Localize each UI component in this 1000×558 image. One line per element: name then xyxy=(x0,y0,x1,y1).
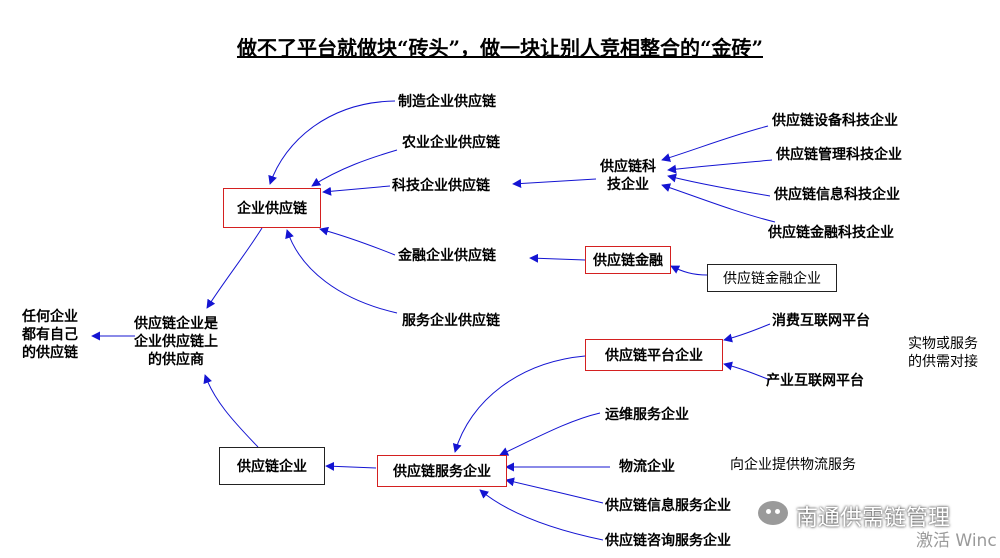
arrow-consulting-to-service xyxy=(479,489,604,541)
arrow-industrial-to-platform xyxy=(723,361,771,381)
watermark-text: 南通供需链管理 xyxy=(796,506,951,531)
arrow-info-service-to-service xyxy=(505,477,604,504)
node-sc-service-enterprise: 供应链服务企业 xyxy=(377,455,507,487)
node-line: 任何企业 xyxy=(22,309,78,325)
note-logistics: 向企业提供物流服务 xyxy=(730,457,856,473)
arrow-agriculture-to-enterprise xyxy=(311,149,398,187)
note-line: 实物或服务 xyxy=(908,336,978,352)
node-line: 的供应链 xyxy=(22,345,78,361)
arrow-enterprise-to-supplier xyxy=(206,227,263,309)
arrow-scenterprise-to-supplier xyxy=(203,374,259,448)
node-sc-enterprise: 供应链企业 xyxy=(219,447,325,485)
node-line: 技企业 xyxy=(607,177,649,193)
node-sc-tech-enterprise: 供应链科 技企业 xyxy=(600,158,656,194)
note-line: 的供需对接 xyxy=(908,354,978,370)
node-sc-consulting-service-enterprise: 供应链咨询服务企业 xyxy=(605,533,731,549)
arrow-om-to-service xyxy=(499,412,601,456)
arrow-info-to-sctech xyxy=(667,173,771,197)
node-sc-management-tech: 供应链管理科技企业 xyxy=(776,147,902,163)
node-enterprise-sc: 企业供应链 xyxy=(223,188,321,228)
activation-watermark: 激活 Winc xyxy=(916,531,997,551)
node-sc-finance-enterprise: 供应链金融企业 xyxy=(707,264,837,292)
diagram-title: 做不了平台就做块“砖头”，做一块让别人竞相整合的“金砖” xyxy=(236,36,763,60)
node-industrial-internet-platform: 产业互联网平台 xyxy=(766,373,864,389)
node-line: 供应链企业是 xyxy=(134,316,218,332)
arrow-platform-to-service xyxy=(452,355,586,453)
arrow-tech-to-enterprise xyxy=(322,185,391,196)
wechat-icon xyxy=(758,501,788,525)
arrow-manufacturing-to-enterprise xyxy=(268,100,396,185)
node-manufacturing-sc: 制造企业供应链 xyxy=(398,94,496,110)
node-line: 都有自己 xyxy=(22,327,78,343)
arrow-equipment-to-sctech xyxy=(661,125,769,162)
node-om-service-enterprise: 运维服务企业 xyxy=(605,407,689,423)
node-agriculture-sc: 农业企业供应链 xyxy=(402,135,500,151)
node-tech-sc: 科技企业供应链 xyxy=(392,178,490,194)
arrow-scfinance-to-finance xyxy=(529,253,586,263)
arrow-management-to-sctech xyxy=(667,159,773,174)
node-sc-enterprise-supplier: 供应链企业是 企业供应链上 的供应商 xyxy=(134,315,218,369)
arrow-fintech-to-sctech xyxy=(661,183,776,223)
node-consumer-internet-platform: 消费互联网平台 xyxy=(772,313,870,329)
node-sc-info-tech: 供应链信息科技企业 xyxy=(774,187,900,203)
node-service-sc: 服务企业供应链 xyxy=(402,313,500,329)
arrow-service-to-scenterprise xyxy=(325,461,377,471)
node-sc-finance: 供应链金融 xyxy=(585,246,671,274)
node-logistics-enterprise: 物流企业 xyxy=(619,459,675,475)
arrow-service-to-enterprise xyxy=(285,229,398,314)
node-sc-info-service-enterprise: 供应链信息服务企业 xyxy=(605,498,731,514)
node-line: 企业供应链上 xyxy=(134,334,218,350)
node-finance-sc: 金融企业供应链 xyxy=(398,248,496,264)
node-sc-equipment-tech: 供应链设备科技企业 xyxy=(772,113,898,129)
node-sc-finance-tech: 供应链金融科技企业 xyxy=(768,225,894,241)
arrow-finenterprise-to-scfinance xyxy=(670,265,708,276)
node-any-enterprise: 任何企业 都有自己 的供应链 xyxy=(22,308,78,362)
arrow-consumer-to-platform xyxy=(723,323,771,343)
arrow-sctech-to-tech xyxy=(512,178,597,189)
node-sc-platform-enterprise: 供应链平台企业 xyxy=(585,339,723,371)
note-physical-service-match: 实物或服务 的供需对接 xyxy=(908,335,978,371)
node-line: 的供应商 xyxy=(148,352,204,368)
arrow-finance-to-enterprise xyxy=(319,226,396,256)
node-line: 供应链科 xyxy=(600,159,656,175)
